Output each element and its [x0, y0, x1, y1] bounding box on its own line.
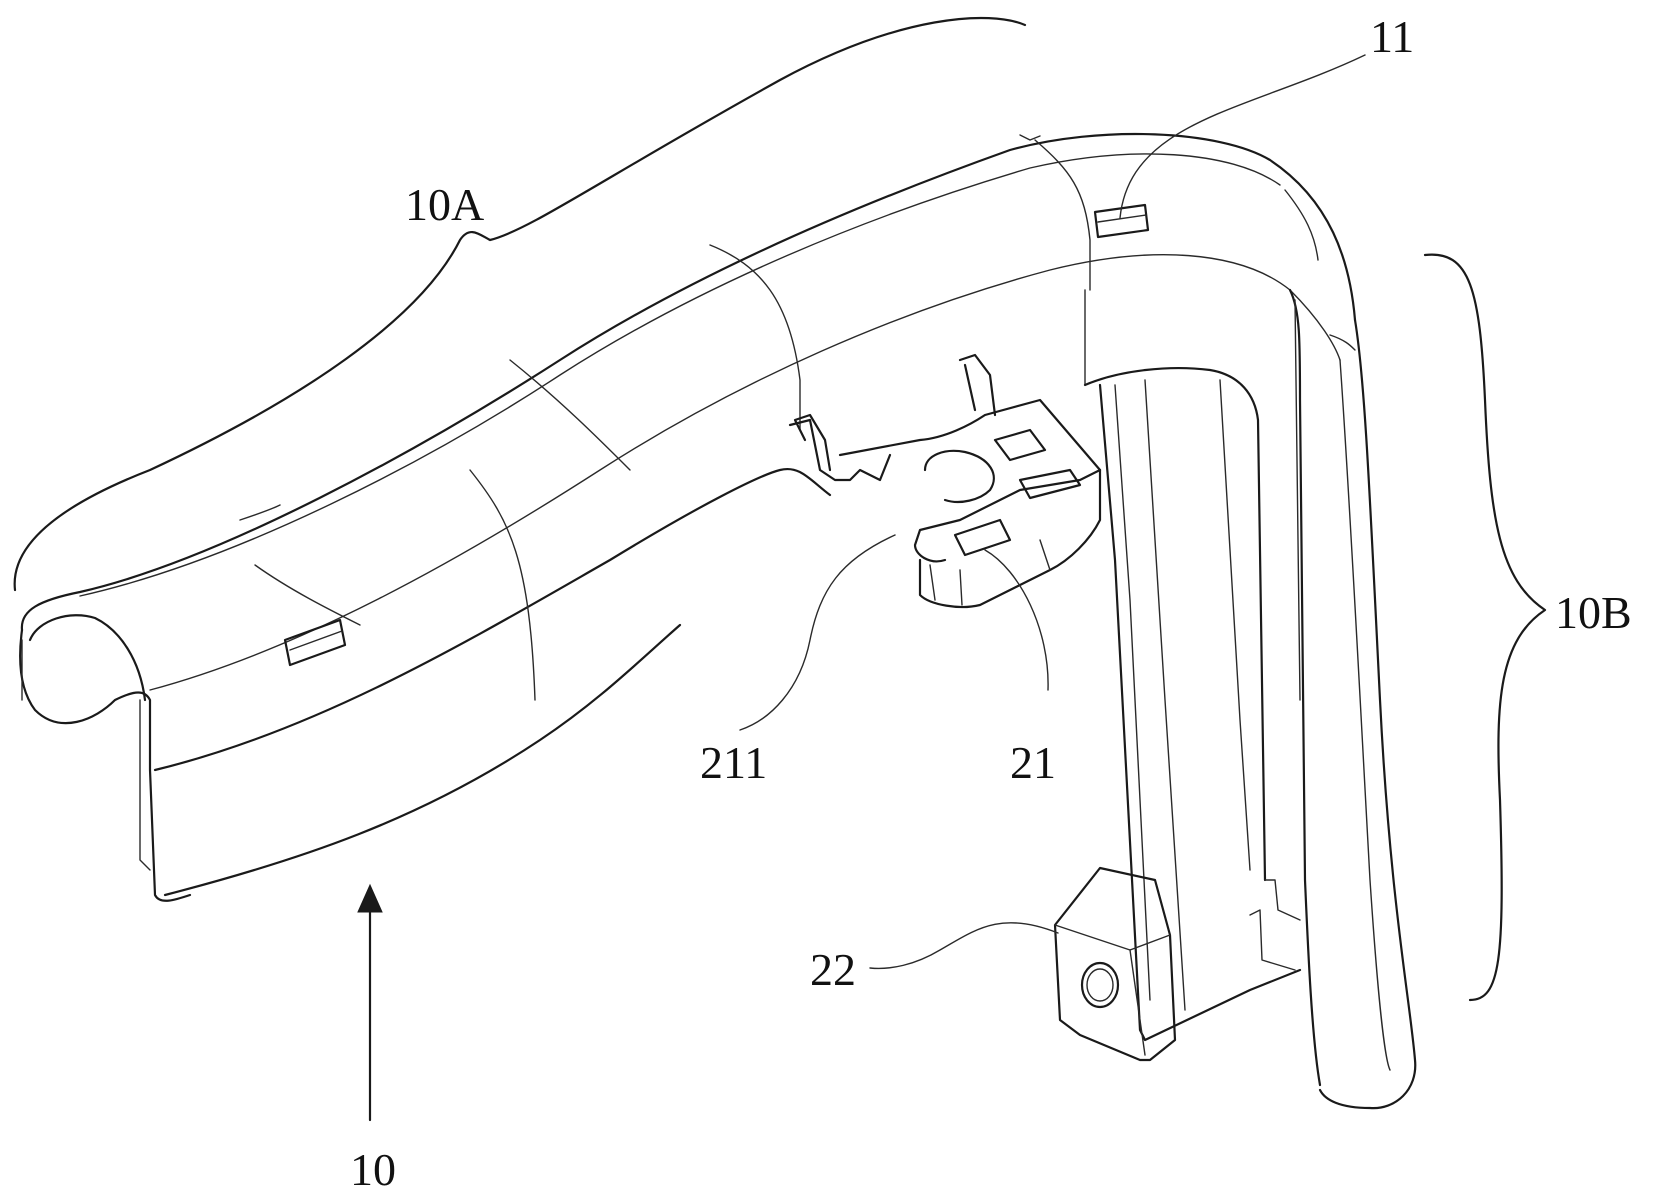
leader-11 — [1120, 55, 1365, 218]
section-line-8 — [1330, 335, 1355, 350]
arrow-10 — [358, 885, 382, 1120]
label-21: 21 — [1010, 737, 1056, 788]
section-line-2 — [510, 360, 630, 470]
label-10B: 10B — [1555, 587, 1632, 638]
housing-body — [20, 134, 1355, 901]
label-11: 11 — [1370, 11, 1414, 62]
housing-front-opening — [20, 630, 190, 901]
section-line-4 — [710, 245, 800, 430]
hole-211 — [925, 451, 994, 502]
clip-post-right — [960, 355, 995, 415]
channel-outer — [1100, 385, 1300, 1040]
label-211: 211 — [700, 737, 767, 788]
block-front-face — [1055, 868, 1175, 1060]
leader-22 — [870, 923, 1058, 969]
block-edge-1 — [1055, 925, 1170, 950]
brace-10B — [1425, 255, 1545, 1000]
clip-front-edge — [930, 540, 1050, 605]
label-10A: 10A — [405, 179, 484, 230]
slot-front — [285, 620, 345, 665]
label-22: 22 — [810, 944, 856, 995]
leg-outer-edge — [1320, 320, 1415, 1108]
label-10: 10 — [350, 1144, 396, 1195]
leader-21 — [985, 550, 1048, 690]
brace-10A — [15, 18, 1025, 590]
leader-211 — [740, 535, 895, 730]
clip-arm-left — [790, 420, 890, 480]
housing-front-edge — [22, 640, 150, 870]
top-slot-detail — [240, 505, 280, 520]
channel-bottom-step — [1250, 880, 1300, 970]
housing-top-ridge — [80, 154, 1280, 596]
housing-front-lip — [30, 615, 145, 700]
clip-window-3 — [955, 520, 1010, 555]
leg-inner-line-1 — [1340, 360, 1390, 1070]
block-hole-inner — [1087, 969, 1113, 1001]
section-line-3 — [470, 470, 535, 700]
channel-top — [1085, 368, 1265, 880]
channel-wall-2 — [1220, 380, 1250, 870]
block-22 — [1055, 868, 1175, 1060]
housing-top-edge — [22, 134, 1355, 630]
clip-21 — [790, 355, 1100, 607]
top-seam-detail — [1020, 135, 1040, 140]
leg-inner-edge — [1290, 290, 1320, 1085]
clip-window-1 — [995, 430, 1045, 460]
